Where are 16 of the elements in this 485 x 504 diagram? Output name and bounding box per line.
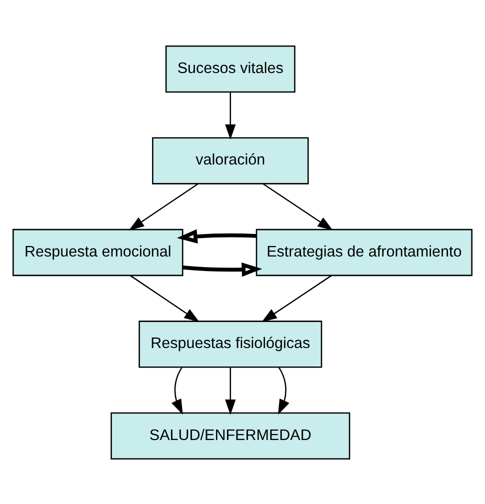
node-box: Sucesos vitales	[165, 44, 296, 92]
arrow	[128, 182, 198, 230]
arrow	[176, 228, 256, 243]
node-box: Estrategias de afrontamiento	[256, 228, 472, 276]
arrow	[182, 262, 262, 276]
node-box: SALUD/ENFERMEDAD	[110, 412, 350, 460]
node-box: Respuesta emocional	[12, 228, 184, 276]
arrow	[225, 92, 236, 140]
arrow	[278, 366, 290, 414]
node-box: Respuestas fisiológicas	[138, 320, 322, 368]
arrow	[171, 366, 183, 414]
arrow	[262, 182, 333, 230]
arrow	[130, 274, 200, 322]
arrow	[262, 274, 332, 322]
arrow	[225, 367, 236, 414]
node-box: valoración	[152, 136, 309, 184]
